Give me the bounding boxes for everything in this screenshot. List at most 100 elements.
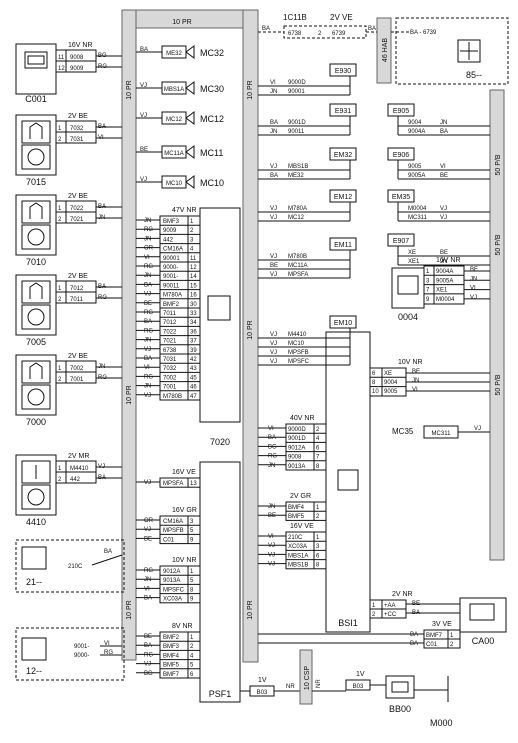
harness-left-label-3: 10 PR: [126, 600, 133, 619]
splice-wire-color: VJ: [270, 272, 277, 278]
pin-number: 33: [190, 311, 197, 317]
harness-top-label: 10 PR: [172, 19, 191, 26]
pin-wire-color: VJ: [144, 662, 151, 668]
splice-E906-box: [387, 147, 415, 161]
relay-contact-icon: [185, 45, 195, 59]
pin-wire-number: 9004A: [436, 269, 453, 275]
splice-wire-color: BE: [270, 263, 278, 269]
pin-wire-color: VJ: [144, 292, 151, 298]
pin-wire-color: VJ: [268, 562, 275, 568]
pin-wire-color: VJ: [268, 543, 275, 549]
relay-2-wire-color: VJ: [140, 113, 147, 119]
lamp-bulb-frame: [21, 144, 51, 170]
pin-wire-number: 9008: [70, 55, 84, 61]
pin-wire-color: RG: [144, 227, 153, 233]
pin-wire-color: BA: [410, 641, 418, 647]
pin-wire-number: BMF4: [163, 653, 180, 659]
unit-0004-box: [391, 267, 425, 309]
pin-number: 1: [426, 269, 430, 275]
switch-knob-icon: [27, 488, 45, 506]
pin-wire-number: 9001D: [288, 436, 306, 442]
relay-contact-icon: [185, 81, 195, 95]
splice-wire-color: VI: [440, 164, 446, 170]
pin-number: 30: [190, 302, 197, 308]
relay-2-code: MC12: [166, 117, 183, 123]
pin-wire-number: XE1: [436, 288, 448, 294]
pin-wire-color: VI: [144, 255, 150, 261]
unit-ca00-name: CA00: [472, 636, 495, 646]
pin-number: 1: [316, 535, 320, 541]
pin-number: 1: [190, 635, 194, 641]
pin-wire-color: BA: [144, 356, 152, 362]
splice-wire-color: VJ: [270, 341, 277, 347]
pin-wire-number: MPSFB: [163, 528, 184, 534]
pin-number: 2: [58, 217, 62, 223]
pin-wire-number: 9004: [384, 380, 398, 386]
pin-number: 12: [58, 66, 65, 72]
component-k7010-name: 7010: [26, 257, 46, 267]
pin-wire-number: 7022: [70, 206, 84, 212]
b03-1-name: B03: [257, 690, 268, 696]
pin-wire-number: 9013A: [163, 578, 180, 584]
component-85-name: 85--: [466, 70, 482, 80]
splice-EM35-name: EM35: [392, 194, 410, 201]
pin-wire-number: 9000-: [163, 265, 178, 271]
splice-wire-number: 9001D: [288, 120, 306, 126]
pin-wire-color: VJ: [144, 480, 151, 486]
pin-number: 39: [190, 348, 197, 354]
splice-wire-color: JN: [270, 89, 277, 95]
pin-number: 1: [58, 206, 62, 212]
pin-number: 6: [190, 672, 194, 678]
pin-wire-number: 442: [163, 237, 174, 243]
component-85-dashed-box: [395, 17, 509, 85]
splice-E907-name: E907: [393, 238, 409, 245]
splice-wire-color: BA: [270, 173, 278, 179]
relay-1-name: MC30: [200, 84, 224, 94]
pin-wire-number: 9005: [384, 389, 398, 395]
c11b-name: 1C11B: [283, 13, 307, 22]
pin-wire-number: 9012A: [288, 445, 305, 451]
pin-wire-color: JN: [412, 378, 419, 384]
component-c001-connector-type: 16V NR: [68, 42, 93, 49]
pin-wire-number: 6738: [163, 348, 177, 354]
pin-number: 1: [58, 366, 62, 372]
key-icon: [469, 603, 495, 621]
pin-wire-number: 90001: [163, 256, 180, 262]
relay-4-wire-color: VJ: [140, 177, 147, 183]
headlamp-icon: [21, 546, 47, 570]
splice-wire-number: M4410: [288, 332, 307, 338]
component-k7015-box: [15, 114, 57, 176]
splice-wire-color: VJ: [270, 332, 277, 338]
splice-E930-name: E930: [335, 68, 351, 75]
pin-wire-number: BMF2: [163, 302, 180, 308]
splice-E931-name: E931: [335, 108, 351, 115]
pin-wire-number: 7032: [70, 126, 84, 132]
splice-wire-color: BA: [270, 120, 278, 126]
relay-3-code: MC11A: [164, 151, 184, 157]
splice-wire-number: M780B: [288, 254, 307, 260]
pin-wire-number: 7031: [70, 137, 84, 143]
relay-1-code: MBS1A: [164, 87, 184, 93]
wire-nr-1: NR: [286, 684, 295, 690]
pin-number: 2: [316, 514, 320, 520]
lamp-bulb-frame: [21, 304, 51, 330]
splice-wire-number: M0004: [408, 206, 427, 212]
pin-wire-number: MBS1B: [288, 563, 308, 569]
pin-number: 11: [190, 256, 197, 262]
splice-EM10-box: [329, 315, 357, 329]
pin-number: 16: [190, 293, 197, 299]
pin-wire-number: 7031: [163, 357, 177, 363]
lamp-icon: [21, 120, 51, 144]
splice-wire-color: VJ: [270, 350, 277, 356]
pin-number: 1: [316, 505, 320, 511]
lamp-icon: [21, 280, 51, 304]
pin-wire-number: 7012: [163, 320, 177, 326]
component-k7005-name: 7005: [26, 337, 46, 347]
pin-wire-number: +AA: [384, 603, 396, 609]
pin-wire-number: 9012A: [163, 569, 180, 575]
pin-wire-color: BA: [268, 435, 276, 441]
